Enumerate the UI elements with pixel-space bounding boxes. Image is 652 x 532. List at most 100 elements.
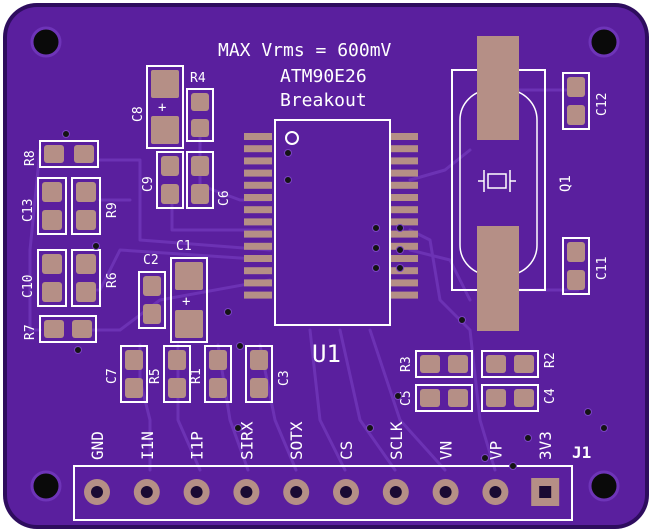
j1-pin-label: GND xyxy=(88,431,107,460)
svg-text:R8: R8 xyxy=(23,150,38,166)
u1-pin-left xyxy=(244,157,272,165)
svg-text:C6: C6 xyxy=(217,190,232,206)
q1-pad-bottom xyxy=(477,226,519,331)
u1-pin-right xyxy=(390,218,418,226)
via xyxy=(396,224,404,232)
svg-text:C7: C7 xyxy=(105,368,120,384)
u1-pin-left xyxy=(244,194,272,201)
component-c7: C7 xyxy=(105,345,148,403)
u1-pin-left xyxy=(244,291,272,299)
via xyxy=(236,342,244,350)
u1-pin-right xyxy=(390,206,418,214)
component-r6: R6 xyxy=(71,249,120,307)
j1-pins xyxy=(84,478,560,506)
component-r9: R9 xyxy=(71,177,120,235)
via xyxy=(509,462,517,470)
q1-symbol xyxy=(487,173,507,189)
component-c13: C13 xyxy=(21,177,67,235)
via xyxy=(584,408,592,416)
svg-text:C10: C10 xyxy=(21,275,36,298)
j1-pin-label: SOTX xyxy=(287,421,306,460)
svg-text:R3: R3 xyxy=(399,356,414,372)
j1-pin-label: SIRX xyxy=(237,421,256,460)
note-breakout: Breakout xyxy=(280,90,367,111)
q1-crystal: Q1 xyxy=(451,36,574,331)
via xyxy=(372,244,380,252)
u1-pin-right xyxy=(390,267,418,275)
u1-pin-right xyxy=(390,255,418,262)
via xyxy=(394,392,402,400)
via xyxy=(224,308,232,316)
mounting-hole-bottom-right xyxy=(588,470,620,502)
u1-pin-left xyxy=(244,230,272,238)
svg-text:C12: C12 xyxy=(595,93,610,116)
vias xyxy=(62,130,608,470)
note-max-vrms: MAX Vrms = 600mV xyxy=(218,40,392,61)
traces xyxy=(28,88,580,472)
via xyxy=(234,424,242,432)
via xyxy=(74,346,82,354)
via xyxy=(62,130,70,138)
svg-text:C11: C11 xyxy=(595,257,610,280)
j1-pin-label: CS xyxy=(337,441,356,460)
svg-text:R5: R5 xyxy=(148,368,163,384)
component-r5: R5 xyxy=(148,345,191,403)
u1-pin-right xyxy=(390,230,418,238)
mounting-hole-bottom-left xyxy=(30,470,62,502)
svg-text:R9: R9 xyxy=(105,202,120,218)
via xyxy=(284,176,292,184)
u1-pin-right xyxy=(390,279,418,287)
component-r1: R1 xyxy=(189,345,232,403)
component-r2: R2 xyxy=(481,350,558,378)
j1-pin-drill xyxy=(240,486,253,498)
svg-text:C3: C3 xyxy=(277,370,292,386)
j1-pin-label: VN xyxy=(437,441,456,460)
svg-text:C13: C13 xyxy=(21,199,36,222)
u1-pin-right xyxy=(390,133,418,140)
j1-pin-label: I1P xyxy=(188,431,207,460)
u1-pin-left xyxy=(244,218,272,226)
component-c3: C3 xyxy=(245,345,292,403)
u1-body-outline xyxy=(274,119,391,326)
u1-pin-right xyxy=(390,157,418,165)
via xyxy=(396,264,404,272)
u1-pin-right xyxy=(390,181,418,189)
u1-pin1-marker xyxy=(285,131,299,145)
j1-pin-label: 3V3 xyxy=(536,431,555,460)
component-c5: C5 xyxy=(399,384,473,412)
u1-pin-right xyxy=(390,242,418,250)
u1-right-pins xyxy=(390,133,418,299)
u1-pin-right xyxy=(390,169,418,177)
component-c11: C11 xyxy=(562,237,610,295)
component-c12: C12 xyxy=(562,72,610,130)
component-c4: C4 xyxy=(481,384,558,412)
svg-text:R2: R2 xyxy=(543,352,558,368)
note-chip-name: ATM90E26 xyxy=(280,66,367,87)
svg-text:C2: C2 xyxy=(143,253,159,268)
u1-pin-left xyxy=(244,267,272,275)
mounting-hole-top-right xyxy=(588,26,620,58)
via xyxy=(284,149,292,157)
via xyxy=(366,424,374,432)
component-c1: + C1 xyxy=(170,239,208,343)
via xyxy=(396,246,404,254)
j1-pin-drill xyxy=(340,486,352,498)
component-c2: C2 xyxy=(138,253,166,329)
u1-pin-left xyxy=(244,279,272,287)
svg-text:R6: R6 xyxy=(105,272,120,288)
component-c6: C6 xyxy=(186,151,232,209)
svg-text:C5: C5 xyxy=(399,390,414,406)
svg-text:R7: R7 xyxy=(23,324,38,340)
u1-pin-left xyxy=(244,242,272,250)
j1-pin-drill xyxy=(190,486,203,498)
u1-pin-right xyxy=(390,145,418,153)
svg-text:+: + xyxy=(182,294,190,310)
u1-left-pins xyxy=(244,133,272,299)
u1-pin-right xyxy=(390,194,418,201)
u1-pin-left xyxy=(244,169,272,177)
u1-pin-right xyxy=(390,291,418,299)
j1-pin-label: SCLK xyxy=(387,421,406,460)
